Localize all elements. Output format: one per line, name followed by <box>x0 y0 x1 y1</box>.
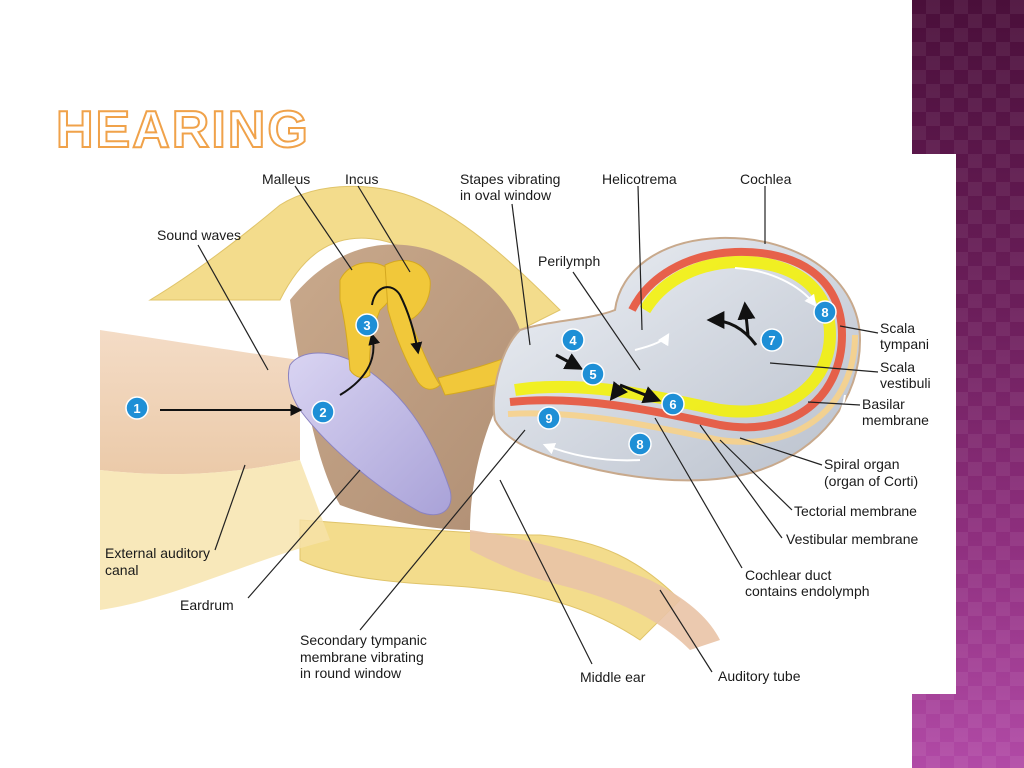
white-arrow-bottom <box>542 442 641 462</box>
label-scala-vestibuli-2: vestibuli <box>880 375 931 391</box>
svg-text:2: 2 <box>319 405 326 420</box>
label-cochlear-duct-2: contains endolymph <box>745 583 870 599</box>
white-arrow-right <box>787 394 846 467</box>
label-spiral-2: (organ of Corti) <box>824 473 918 489</box>
cochlea-outer <box>492 236 862 482</box>
label-eardrum: Eardrum <box>180 597 234 613</box>
leader-eardrum <box>247 469 361 599</box>
leader-basilar <box>807 401 861 406</box>
auditory-tube-shape <box>470 530 720 650</box>
svg-text:3: 3 <box>363 318 370 333</box>
scala-vestibuli-band <box>514 255 837 418</box>
label-perilymph: Perilymph <box>538 253 600 269</box>
label-scala-vestibuli-1: Scala <box>880 359 915 375</box>
label-tectorial: Tectorial membrane <box>794 503 917 519</box>
label-middle-ear: Middle ear <box>580 669 646 685</box>
step-marker-9: 9 <box>537 406 561 430</box>
label-incus: Incus <box>345 171 378 187</box>
white-arrow-helico <box>634 332 670 351</box>
leader-vestibular <box>699 424 783 539</box>
ossicle-arrow <box>371 286 423 355</box>
step-marker-8-top: 8 <box>813 300 837 324</box>
label-secondary-3: in round window <box>300 665 402 681</box>
label-helicotrema: Helicotrema <box>602 171 677 187</box>
step-marker-6: 6 <box>661 392 685 416</box>
svg-text:8: 8 <box>636 437 643 452</box>
leader-sound-waves <box>197 244 269 371</box>
step-marker-5: 5 <box>581 362 605 386</box>
leader-secondary <box>359 429 526 631</box>
svg-text:6: 6 <box>669 397 676 412</box>
label-secondary-2: membrane vibrating <box>300 649 424 665</box>
slide-title: Hearing <box>55 101 310 159</box>
skin-lower <box>100 460 330 610</box>
svg-text:1: 1 <box>133 401 140 416</box>
leader-scala-vestibuli <box>769 362 879 373</box>
leader-helicotrema <box>637 185 643 331</box>
leader-external <box>214 464 246 551</box>
label-malleus: Malleus <box>262 171 310 187</box>
label-scala-tympani-2: tympani <box>880 336 929 352</box>
label-cochlear-duct-1: Cochlear duct <box>745 567 831 583</box>
svg-text:7: 7 <box>768 333 775 348</box>
temporal-bone-upper <box>148 185 561 331</box>
label-stapes-2: in oval window <box>460 187 552 203</box>
leader-incus <box>357 185 411 273</box>
svg-text:9: 9 <box>545 411 552 426</box>
label-cochlea: Cochlea <box>740 171 792 187</box>
step-marker-8-bottom: 8 <box>628 432 652 456</box>
step-marker-7: 7 <box>760 328 784 352</box>
sound-path-arrow-2-3 <box>339 332 381 396</box>
svg-text:5: 5 <box>589 367 596 382</box>
label-vestibular: Vestibular membrane <box>786 531 919 547</box>
leader-middle-ear <box>499 479 593 665</box>
label-sound-waves: Sound waves <box>157 227 241 243</box>
label-external-1: External auditory <box>105 545 210 561</box>
label-scala-tympani-1: Scala <box>880 320 915 336</box>
leader-auditory-tube <box>659 589 713 673</box>
leader-stapes <box>511 203 531 346</box>
step-marker-2: 2 <box>311 400 335 424</box>
label-stapes-1: Stapes vibrating <box>460 171 560 187</box>
label-basilar-1: Basilar <box>862 396 905 412</box>
leader-scala-tympani <box>839 325 879 334</box>
basilar-band <box>509 247 847 432</box>
label-external-2: canal <box>105 562 138 578</box>
step-marker-3: 3 <box>355 313 379 337</box>
svg-text:8: 8 <box>821 305 828 320</box>
leader-tectorial <box>719 439 793 511</box>
leader-perilymph <box>572 271 641 371</box>
arrow-5-down <box>609 381 628 401</box>
label-auditory-tube: Auditory tube <box>718 668 801 684</box>
leader-cochlear-duct <box>654 417 743 569</box>
arrow-7-up <box>737 301 756 336</box>
leader-spiral <box>739 437 823 466</box>
step-marker-4: 4 <box>561 328 585 352</box>
arrow-7-curve <box>706 311 758 346</box>
external-canal <box>100 330 300 475</box>
label-secondary-1: Secondary tympanic <box>300 632 427 648</box>
white-arrow-top <box>734 267 817 307</box>
arrow-4-5 <box>555 353 584 370</box>
label-spiral-1: Spiral organ <box>824 456 900 472</box>
svg-text:4: 4 <box>569 333 577 348</box>
step-marker-1: 1 <box>125 396 149 420</box>
leader-malleus <box>294 185 353 271</box>
label-basilar-2: membrane <box>862 412 929 428</box>
